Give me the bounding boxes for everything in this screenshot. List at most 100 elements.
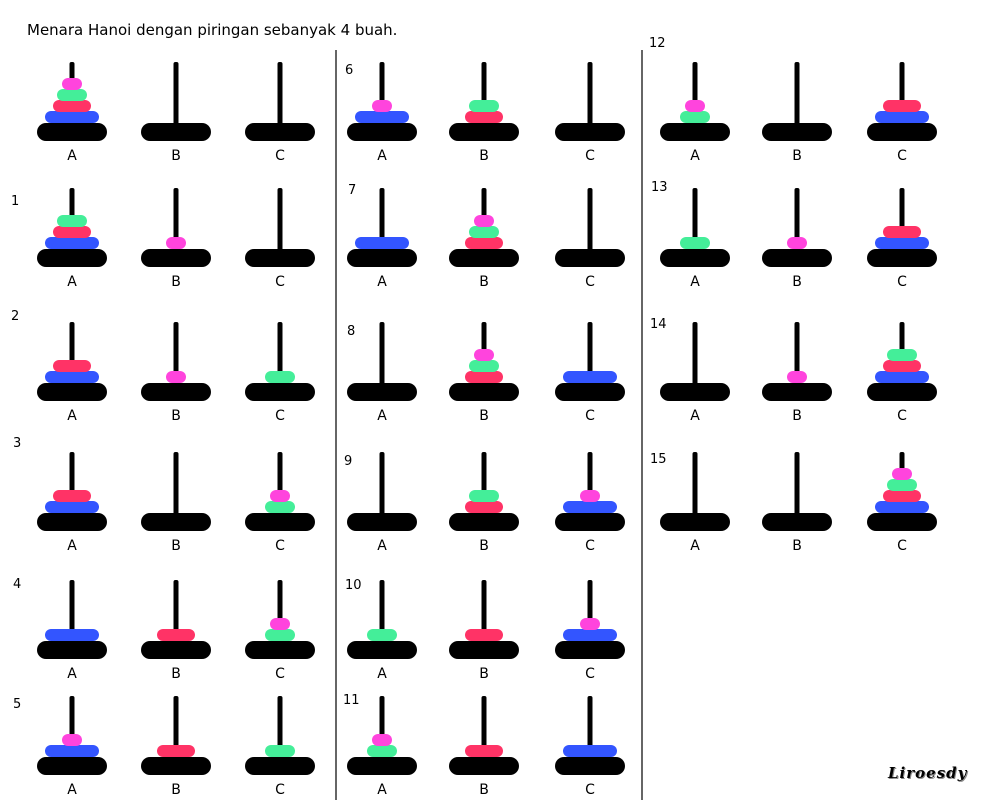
step-number: 13 (651, 180, 668, 195)
disk-2 (265, 371, 295, 383)
peg-base (449, 123, 519, 141)
disk-4 (45, 111, 99, 123)
peg-base (245, 123, 315, 141)
disk-1 (372, 100, 392, 112)
step-number: 15 (650, 452, 667, 467)
peg-base (245, 757, 315, 775)
step-number: 8 (347, 324, 355, 339)
peg-base (555, 757, 625, 775)
peg-b: B (141, 188, 211, 290)
peg-base (347, 513, 417, 531)
peg-a: A (660, 188, 730, 290)
peg-c: C (555, 696, 625, 798)
disk-2 (265, 501, 295, 513)
disk-1 (166, 371, 186, 383)
disk-4 (875, 371, 929, 383)
peg-c: C (245, 452, 315, 554)
peg-label: B (171, 666, 181, 682)
peg-base (245, 249, 315, 267)
peg-rod (588, 188, 593, 258)
peg-label: C (585, 274, 595, 290)
peg-label: B (171, 538, 181, 554)
peg-label: C (897, 538, 907, 554)
peg-label: C (897, 148, 907, 164)
hanoi-step: 10ABC (345, 578, 625, 682)
disk-3 (883, 490, 921, 502)
disk-1 (787, 237, 807, 249)
peg-base (347, 757, 417, 775)
disk-2 (887, 349, 917, 361)
peg-label: B (171, 274, 181, 290)
peg-base (660, 123, 730, 141)
disk-4 (875, 237, 929, 249)
peg-label: B (479, 666, 489, 682)
peg-base (141, 757, 211, 775)
disk-3 (53, 360, 91, 372)
peg-base (867, 123, 937, 141)
peg-base (867, 383, 937, 401)
disk-3 (53, 226, 91, 238)
peg-a: A (37, 696, 107, 798)
peg-b: B (141, 452, 211, 554)
peg-label: C (897, 408, 907, 424)
disk-3 (53, 100, 91, 112)
disk-4 (355, 237, 409, 249)
peg-base (555, 383, 625, 401)
peg-c: C (245, 322, 315, 424)
peg-label: B (171, 148, 181, 164)
peg-label: B (479, 408, 489, 424)
peg-rod (795, 452, 800, 522)
disk-2 (680, 237, 710, 249)
peg-c: C (245, 62, 315, 164)
peg-label: A (67, 148, 77, 164)
peg-base (449, 757, 519, 775)
peg-label: C (585, 538, 595, 554)
peg-label: A (377, 538, 387, 554)
disk-3 (465, 237, 503, 249)
peg-b: B (141, 696, 211, 798)
hanoi-step: 2ABC (11, 309, 315, 424)
peg-label: A (377, 408, 387, 424)
peg-b: B (449, 188, 519, 290)
peg-c: C (245, 580, 315, 682)
peg-a: A (347, 62, 417, 164)
peg-rod (174, 62, 179, 132)
disk-3 (465, 371, 503, 383)
peg-base (141, 249, 211, 267)
peg-base (660, 249, 730, 267)
peg-label: A (67, 274, 77, 290)
peg-base (555, 249, 625, 267)
peg-a: A (37, 580, 107, 682)
peg-b: B (141, 62, 211, 164)
disk-3 (883, 226, 921, 238)
disk-1 (474, 349, 494, 361)
peg-label: B (171, 408, 181, 424)
peg-c: C (867, 322, 937, 424)
peg-label: A (67, 782, 77, 798)
disk-1 (892, 468, 912, 480)
disk-4 (563, 371, 617, 383)
disk-1 (580, 490, 600, 502)
peg-label: A (67, 538, 77, 554)
peg-b: B (762, 62, 832, 164)
hanoi-step: 1ABC (11, 188, 315, 290)
peg-b: B (449, 580, 519, 682)
peg-base (762, 383, 832, 401)
peg-base (660, 383, 730, 401)
disk-4 (563, 629, 617, 641)
peg-label: B (792, 538, 802, 554)
peg-rod (278, 188, 283, 258)
peg-label: C (275, 782, 285, 798)
disk-2 (57, 215, 87, 227)
step-number: 5 (13, 697, 21, 712)
disk-1 (787, 371, 807, 383)
peg-a: A (660, 452, 730, 554)
disk-2 (265, 745, 295, 757)
peg-rod (693, 322, 698, 392)
peg-base (37, 513, 107, 531)
peg-base (141, 123, 211, 141)
peg-base (762, 249, 832, 267)
peg-c: C (245, 696, 315, 798)
peg-label: A (377, 148, 387, 164)
